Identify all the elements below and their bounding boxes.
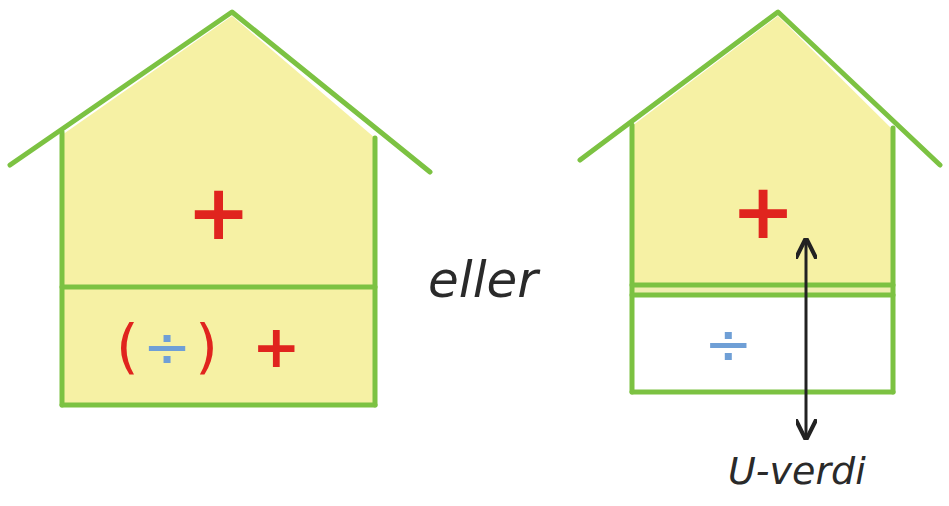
math-symbol: ÷ xyxy=(704,315,753,373)
u-value-label: U-verdi xyxy=(728,452,866,490)
connector-word: eller xyxy=(428,255,538,305)
house-floor: ÷ xyxy=(634,298,892,390)
math-symbol: ( xyxy=(116,318,139,376)
house-floor: + xyxy=(634,140,892,283)
math-symbol: ) xyxy=(195,318,218,376)
house-floor: + xyxy=(66,142,371,284)
math-symbol: + xyxy=(731,174,795,250)
math-symbol: ÷ xyxy=(143,318,192,376)
house-floor: (÷) + xyxy=(66,292,371,402)
math-symbol: + xyxy=(252,318,301,376)
u-value-arrow xyxy=(805,240,808,438)
math-symbol: + xyxy=(187,175,251,251)
